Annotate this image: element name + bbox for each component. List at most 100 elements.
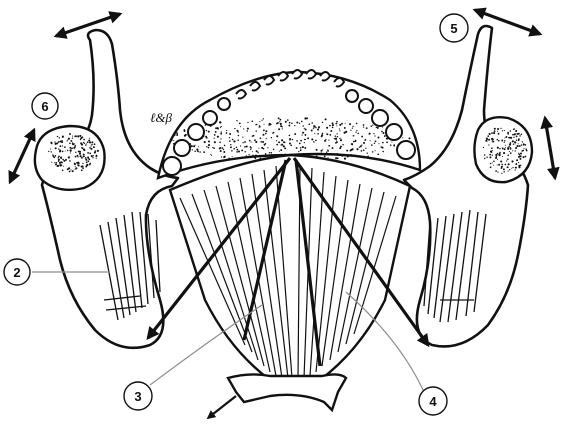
stipple-dot — [90, 148, 92, 150]
stipple-dot — [56, 162, 57, 163]
stipple-dot — [363, 149, 365, 151]
callout-2-label: 2 — [13, 265, 20, 280]
stipple-dot — [511, 168, 512, 169]
stipple-dot — [509, 144, 511, 146]
stipple-dot — [503, 171, 505, 173]
stipple-dot — [78, 150, 80, 152]
stipple-dot — [351, 148, 353, 150]
hyoid-bone — [208, 374, 346, 418]
stipple-dot — [51, 162, 52, 163]
stipple-dot — [512, 150, 513, 151]
stipple-dot — [341, 155, 343, 157]
stipple-dot — [519, 145, 521, 147]
stipple-dot — [488, 144, 489, 145]
stipple-dot — [376, 127, 377, 128]
stipple-dot — [223, 151, 225, 153]
stipple-dot — [304, 117, 306, 119]
stipple-dot — [363, 124, 365, 126]
stipple-dot — [515, 169, 516, 170]
stipple-dot — [298, 151, 299, 152]
stipple-dot — [75, 156, 77, 158]
stipple-dot — [280, 123, 282, 125]
stipple-dot — [81, 169, 83, 171]
stipple-dot — [86, 143, 87, 144]
stipple-dot — [370, 140, 371, 141]
stipple-dot — [509, 151, 510, 152]
stipple-dot — [301, 121, 303, 123]
stipple-dot — [58, 161, 59, 162]
stipple-dot — [215, 131, 217, 133]
callout-6-label: 6 — [41, 99, 48, 114]
stipple-dot — [208, 131, 210, 133]
stipple-dot — [289, 139, 291, 141]
stipple-dot — [363, 126, 364, 127]
stipple-dot — [231, 150, 233, 152]
stipple-dot — [493, 132, 495, 134]
stipple-dot — [504, 148, 506, 150]
stipple-dot — [507, 132, 509, 134]
stipple-dot — [232, 156, 233, 157]
stipple-dot — [220, 150, 222, 152]
stipple-dot — [332, 127, 334, 129]
stipple-dot — [75, 152, 76, 153]
stipple-dot — [322, 153, 323, 154]
stipple-dot — [255, 124, 256, 125]
stipple-dot — [259, 155, 261, 157]
stipple-dot — [252, 151, 253, 152]
stipple-dot — [302, 132, 304, 134]
stipple-dot — [498, 140, 500, 142]
stipple-dot — [75, 167, 77, 169]
stipple-dot — [345, 131, 347, 133]
stipple-dot — [251, 120, 253, 122]
stipple-dot — [82, 147, 84, 149]
stipple-dot — [244, 151, 246, 153]
stipple-dot — [344, 127, 346, 129]
stipple-dot — [87, 141, 89, 143]
stipple-dot — [244, 146, 246, 148]
stipple-dot — [249, 140, 251, 142]
stipple-dot — [234, 141, 235, 142]
stipple-dot — [289, 135, 291, 137]
callout-5-label: 5 — [450, 21, 457, 36]
stipple-dot — [67, 140, 68, 141]
stipple-dot — [526, 150, 528, 152]
stipple-dot — [219, 141, 221, 143]
stipple-dot — [484, 158, 485, 159]
stipple-dot — [365, 148, 366, 149]
stipple-dot — [226, 130, 227, 131]
stipple-dot — [269, 152, 270, 153]
stipple-dot — [250, 149, 251, 150]
stipple-dot — [334, 138, 335, 139]
stipple-dot — [59, 145, 61, 147]
stipple-dot — [271, 137, 272, 138]
stipple-dot — [372, 125, 373, 126]
stipple-dot — [263, 124, 264, 125]
stipple-dot — [490, 166, 492, 168]
stipple-dot — [338, 154, 339, 155]
stipple-dot — [276, 135, 278, 137]
stipple-dot — [79, 153, 81, 155]
stipple-dot — [497, 128, 499, 130]
stipple-dot — [493, 165, 494, 166]
stipple-dot — [361, 144, 362, 145]
stipple-dot — [521, 150, 523, 152]
stipple-dot — [93, 155, 94, 156]
stipple-dot — [352, 126, 353, 127]
stipple-dot — [350, 130, 351, 131]
stipple-dot — [488, 139, 490, 141]
stipple-dot — [349, 123, 351, 125]
stipple-dot — [525, 156, 527, 158]
stipple-dot — [377, 127, 379, 129]
stipple-dot — [273, 132, 274, 133]
stipple-dot — [307, 137, 309, 139]
stipple-dot — [354, 155, 355, 156]
stipple-dot — [74, 163, 76, 165]
stipple-dot — [515, 147, 517, 149]
stipple-dot — [208, 144, 210, 146]
stipple-dot — [278, 117, 280, 119]
stipple-dot — [217, 128, 218, 129]
stipple-dot — [300, 147, 302, 149]
stipple-dot — [513, 134, 514, 135]
stipple-dot — [497, 165, 498, 166]
stipple-dot — [241, 149, 243, 151]
